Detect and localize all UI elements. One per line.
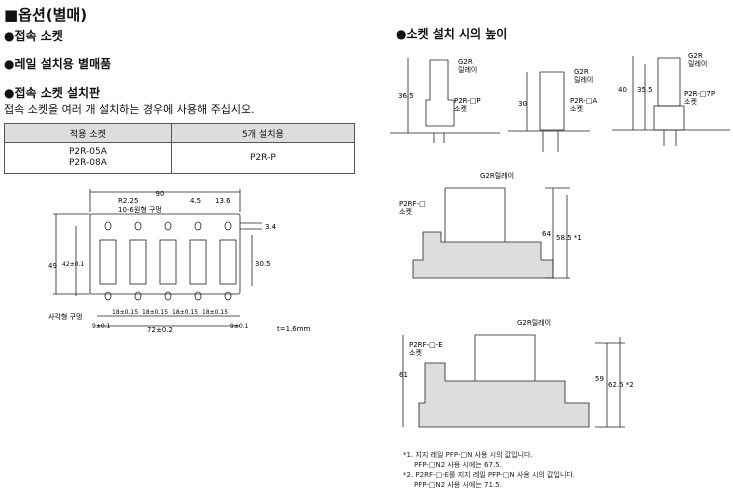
- dim-59: 59: [595, 375, 604, 383]
- dim-3-4: 3.4: [265, 223, 277, 231]
- note-2-extra: PFP-□N2 사용 시에는 71.5.: [414, 481, 502, 489]
- section-plate: ●접속 소켓 설치판: [4, 86, 101, 100]
- spec-table: 적용 소켓 5개 설치용 P2R-05A P2R-08A P2R-P: [4, 123, 356, 174]
- label-holes: 10-6원형 구멍: [118, 205, 162, 214]
- dim-64: 64: [542, 230, 551, 238]
- dim-30: 30: [518, 100, 527, 108]
- dim-58-5: 58.5 *1: [556, 234, 582, 242]
- dim-72: 72±0.2: [147, 326, 173, 334]
- dim-42: 42±0.1: [62, 261, 84, 268]
- plate-drawing: 90 R2.25 10-6원형 구멍 4.5 13.6 3.4 49 42±0.…: [48, 189, 311, 334]
- section-height: ●소켓 설치 시의 높이: [396, 27, 508, 41]
- table-cell-model: P2R-P: [170, 142, 356, 174]
- table-header-model: 5개 설치용: [170, 123, 356, 143]
- pitch-1: 18±0.15: [112, 309, 138, 316]
- dim-9-left: 9±0.1: [92, 323, 111, 330]
- section-rail: ●레일 설치용 별매품: [4, 57, 112, 71]
- dim-4-5: 4.5: [190, 197, 201, 205]
- socket-p2r08a: P2R-08A: [68, 158, 107, 168]
- dim-13-6: 13.6: [215, 197, 231, 205]
- pitch-4: 18±0.15: [202, 309, 228, 316]
- table-header-socket: 적용 소켓: [4, 123, 172, 143]
- dim-49: 49: [48, 262, 57, 270]
- label-d-relay: G2R릴레이: [480, 171, 514, 180]
- dim-90: 90: [156, 190, 165, 198]
- table-cell-sockets: P2R-05A P2R-08A: [4, 142, 172, 174]
- dim-36-5: 36.5: [398, 92, 414, 100]
- label-e-relay: G2R릴레이: [517, 318, 551, 327]
- plate-thickness: t=1.6mm: [277, 325, 311, 333]
- note-2: *2. P2RF-□-E를 지지 레일 PFP-□N 사용 시의 값입니다.: [403, 471, 576, 479]
- dim-r225: R2.25: [118, 197, 138, 205]
- label-square-hole: 사각형 구멍: [48, 312, 82, 321]
- dim-30-5: 30.5: [255, 260, 271, 268]
- note-1: *1. 지지 레일 PFP-□N 사용 시의 값입니다.: [403, 451, 533, 459]
- section-socket: ●접속 소켓: [4, 29, 63, 43]
- dim-62-5: 62.5 *2: [608, 381, 634, 389]
- socket-p2r05a: P2R-05A: [68, 147, 107, 157]
- dim-9-right: 9±0.1: [230, 323, 249, 330]
- pitch-3: 18±0.15: [172, 309, 198, 316]
- height-drawing-p2rf: G2R릴레이 P2RF-□소켓 64 58.5 *1: [399, 171, 582, 279]
- dim-40: 40: [618, 86, 627, 94]
- dim-61: 61: [399, 371, 408, 379]
- label-d-socket: P2RF-□소켓: [399, 200, 426, 216]
- page-title: ■옵션(별매): [4, 6, 88, 24]
- note-1-extra: PFP-□N2 사용 시에는 67.5.: [414, 461, 502, 469]
- pitch-2: 18±0.15: [142, 309, 168, 316]
- plate-description: 접속 소켓을 여러 개 설치하는 경우에 사용해 주십시오.: [4, 103, 255, 116]
- dim-35-5: 35.5: [637, 86, 653, 94]
